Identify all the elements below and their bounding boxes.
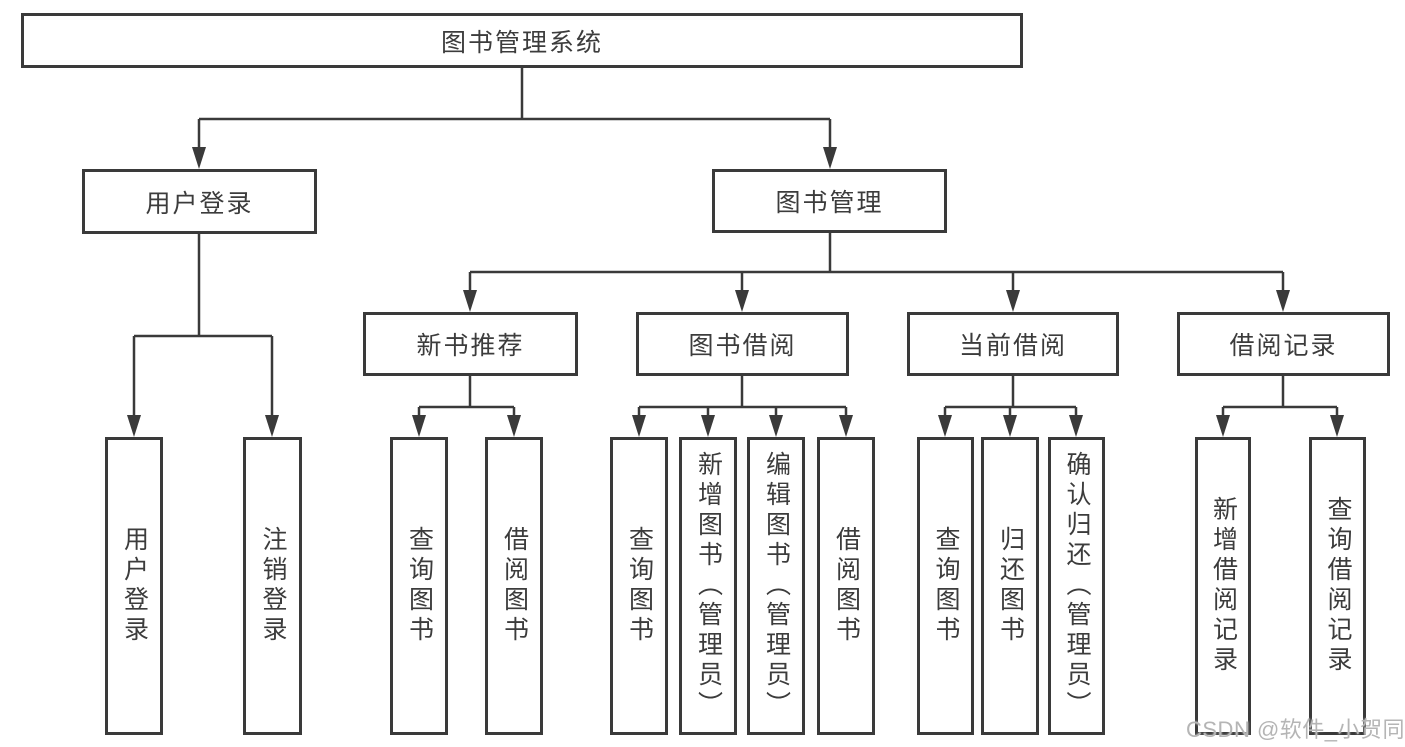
leaf-add-books-admin: 新增图书（管理员） bbox=[679, 437, 737, 735]
leaf-confirm-return-admin-label: 确认归还（管理员） bbox=[1063, 451, 1091, 721]
leaf-add-borrow-record: 新增借阅记录 bbox=[1195, 437, 1251, 735]
leaf-borrow-books-borrowing-label: 借阅图书 bbox=[832, 526, 861, 646]
node-new-book-recommendation: 新书推荐 bbox=[363, 312, 578, 376]
leaf-user-login-label: 用户登录 bbox=[120, 526, 149, 646]
leaf-borrow-books-borrowing: 借阅图书 bbox=[817, 437, 875, 735]
leaf-confirm-return-admin: 确认归还（管理员） bbox=[1048, 437, 1105, 735]
node-borrowing-records: 借阅记录 bbox=[1177, 312, 1390, 376]
node-book-borrowing: 图书借阅 bbox=[636, 312, 849, 376]
node-user-login-branch: 用户登录 bbox=[82, 169, 317, 234]
node-book-management-system: 图书管理系统 bbox=[21, 13, 1023, 68]
leaf-return-books: 归还图书 bbox=[981, 437, 1039, 735]
leaf-edit-books-admin-label: 编辑图书（管理员） bbox=[762, 451, 791, 721]
node-current-borrowing: 当前借阅 bbox=[907, 312, 1119, 376]
csdn-watermark: CSDN @软件_小贺同学 bbox=[1186, 717, 1405, 742]
leaf-edit-books-admin: 编辑图书（管理员） bbox=[747, 437, 805, 735]
leaf-query-books-current: 查询图书 bbox=[917, 437, 974, 735]
leaf-query-books-recommendation-label: 查询图书 bbox=[405, 526, 434, 646]
leaf-query-borrow-record-label: 查询借阅记录 bbox=[1324, 496, 1352, 676]
node-book-management-branch: 图书管理 bbox=[712, 169, 947, 233]
leaf-query-books-borrowing-label: 查询图书 bbox=[625, 526, 654, 646]
leaf-borrow-books-recommendation: 借阅图书 bbox=[485, 437, 543, 735]
leaf-return-books-label: 归还图书 bbox=[996, 526, 1025, 646]
leaf-add-books-admin-label: 新增图书（管理员） bbox=[694, 451, 723, 721]
leaf-logout-label: 注销登录 bbox=[259, 526, 287, 646]
leaf-query-borrow-record: 查询借阅记录 bbox=[1309, 437, 1366, 735]
leaf-user-login: 用户登录 bbox=[105, 437, 163, 735]
leaf-query-books-borrowing: 查询图书 bbox=[610, 437, 668, 735]
leaf-query-books-current-label: 查询图书 bbox=[932, 526, 960, 646]
leaf-add-borrow-record-label: 新增借阅记录 bbox=[1209, 496, 1238, 676]
leaf-query-books-recommendation: 查询图书 bbox=[390, 437, 448, 735]
leaf-logout: 注销登录 bbox=[243, 437, 302, 735]
leaf-borrow-books-recommendation-label: 借阅图书 bbox=[500, 526, 529, 646]
